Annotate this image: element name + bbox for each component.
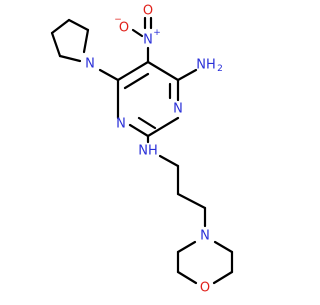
bond-c2-n1-inner [137, 116, 157, 130]
ring-n-bottom-label: N [116, 117, 126, 132]
bond-mor-6 [213, 240, 234, 254]
bond-mor-1 [176, 240, 197, 254]
nitro-n-charge: + [153, 28, 161, 38]
bond-c5-c4 [146, 60, 180, 82]
bond-c2-n1 [128, 123, 150, 138]
bond-pyr-5 [58, 54, 82, 63]
bond-pyr-3 [50, 18, 71, 35]
bond-pyr-2 [67, 18, 90, 32]
bond-pyr-4 [50, 31, 62, 58]
bond-c4-amine [176, 68, 198, 82]
bond-nh-ch2 [158, 154, 180, 168]
molecule-diagram: N + O − O NH 2 N N N NH N O [50, 4, 234, 296]
bond-pyr-1 [82, 28, 90, 54]
bonds [50, 16, 234, 285]
bond-nitro-o-left [131, 28, 144, 38]
bond-n3-c2 [146, 116, 180, 138]
structure-svg: N + O − O NH 2 N N N NH N O [50, 4, 234, 296]
bond-mor-4 [212, 270, 234, 285]
morpholine-o-label: O [200, 281, 210, 296]
linker-nh-label: NH [138, 144, 158, 159]
ring-n-right-label: N [173, 102, 183, 117]
bond-c6-c5-inner [123, 72, 150, 90]
bond-c6-pyrn [98, 68, 120, 82]
nitro-o-left-charge: − [114, 15, 122, 25]
bond-c6-c5 [116, 60, 150, 82]
amine-subscript: 2 [217, 64, 223, 74]
bond-ch2-ch2b [176, 192, 207, 210]
morpholine-n-label: N [200, 229, 210, 244]
nitro-o-left-label: O [119, 21, 129, 36]
atom-labels: N + O − O NH 2 N N N NH N O [85, 4, 223, 296]
nitro-n-label: N [143, 33, 153, 48]
pyrrolidine-n-label: N [85, 57, 95, 72]
amine-label: NH [196, 58, 216, 73]
bond-mor-3 [176, 270, 198, 285]
nitro-o-top-label: O [143, 4, 153, 19]
